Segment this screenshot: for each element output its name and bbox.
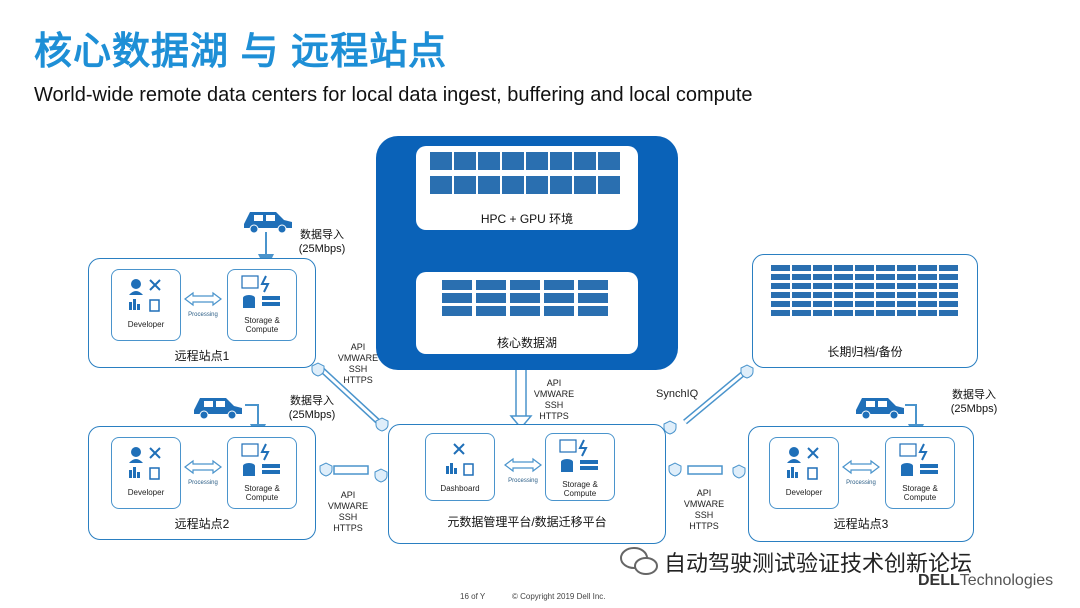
core-data-center: HPC + GPU 环境 核心数据湖: [376, 136, 678, 370]
storage-array-icon: [771, 265, 958, 316]
site-name: 远程站点1: [174, 349, 230, 363]
shield-icon: [374, 468, 388, 483]
shield-icon: [732, 464, 746, 479]
link-meta-archive: [683, 369, 747, 425]
storage-label: Storage & Compute: [902, 484, 938, 502]
storage-icon: [241, 443, 280, 476]
data-lake-panel[interactable]: 核心数据湖: [416, 272, 638, 354]
archive-label: 长期归档/备份: [827, 345, 903, 359]
processing-arrow: Processing: [183, 459, 223, 486]
storage-compute-card[interactable]: Storage & Compute: [885, 437, 955, 509]
link-core-site1: [317, 365, 388, 431]
developer-card[interactable]: Developer: [111, 437, 181, 509]
remote-site-3[interactable]: Developer Processing Storage & Compute 远…: [748, 426, 974, 542]
platform-name: 元数据管理平台/数据迁移平台: [447, 515, 607, 529]
data-lake-label: 核心数据湖: [496, 336, 557, 350]
ingest-label-site2: 数据导入(25Mbps): [288, 395, 336, 421]
link-meta-site3: [687, 465, 723, 475]
developer-card[interactable]: Developer: [769, 437, 839, 509]
shield-icon: [663, 420, 677, 435]
server-rack-icon: [430, 152, 620, 194]
developer-icon: [129, 279, 161, 312]
developer-icon: [129, 447, 161, 480]
page-title: 核心数据湖 与 远程站点: [34, 31, 448, 73]
dashboard-card[interactable]: Dashboard: [425, 433, 495, 501]
developer-label: Developer: [127, 320, 165, 329]
processing-arrow: Processing: [503, 457, 543, 484]
storage-label: Storage & Compute: [562, 480, 598, 498]
page-number: 16 of Y: [460, 592, 486, 601]
developer-label: Developer: [127, 488, 165, 497]
hpc-label: HPC + GPU 环境: [480, 212, 574, 226]
storage-label: Storage & Compute: [244, 316, 280, 334]
site-name: 远程站点2: [174, 517, 230, 531]
developer-icon: [787, 447, 819, 480]
shield-icon: [311, 362, 325, 377]
metadata-platform[interactable]: Dashboard Processing Storage & Compute 元…: [388, 424, 666, 544]
storage-array-icon: [442, 280, 608, 316]
storage-compute-card[interactable]: Storage & Compute: [545, 433, 615, 501]
link-site2-meta: [333, 465, 369, 475]
shield-icon: [375, 417, 389, 432]
storage-compute-card[interactable]: Storage & Compute: [227, 437, 297, 509]
site-name: 远程站点3: [833, 517, 889, 531]
watermark-text: 自动驾驶测试验证技术创新论坛: [664, 551, 973, 576]
remote-site-2[interactable]: Developer Processing Storage & Compute 远…: [88, 426, 316, 540]
dashboard-icon: [446, 443, 474, 476]
storage-icon: [559, 439, 598, 472]
storage-compute-card[interactable]: Storage & Compute: [227, 269, 297, 341]
processing-arrow: Processing: [183, 291, 223, 318]
copyright: © Copyright 2019 Dell Inc.: [512, 592, 606, 601]
wechat-icon: [620, 547, 658, 575]
car-icon: [856, 398, 904, 420]
developer-label: Developer: [785, 488, 823, 497]
storage-icon: [899, 443, 938, 476]
remote-site-1[interactable]: Developer Processing Storage & Compute 远…: [88, 258, 316, 368]
car-icon: [194, 398, 242, 420]
synchiq-label: SynchIQ: [656, 388, 699, 400]
shield-icon: [319, 462, 333, 477]
developer-card[interactable]: Developer: [111, 269, 181, 341]
shield-icon: [668, 462, 682, 477]
shield-icon: [740, 364, 754, 379]
page-subtitle: World-wide remote data centers for local…: [34, 84, 753, 106]
ingest-arrow-site2: [245, 404, 266, 440]
dell-logo: DELLTechnologies: [918, 572, 1054, 589]
storage-icon: [241, 275, 280, 308]
storage-label: Storage & Compute: [244, 484, 280, 502]
hpc-panel[interactable]: HPC + GPU 环境: [416, 146, 638, 230]
ingest-arrow-site3: [905, 404, 924, 440]
archive-backup[interactable]: 长期归档/备份: [752, 254, 978, 368]
ingest-label-site1: 数据导入(25Mbps): [298, 229, 346, 255]
car-icon: [244, 212, 292, 234]
dashboard-label: Dashboard: [440, 484, 480, 493]
processing-arrow: Processing: [841, 459, 881, 486]
ingest-label-site3: 数据导入(25Mbps): [950, 389, 998, 415]
